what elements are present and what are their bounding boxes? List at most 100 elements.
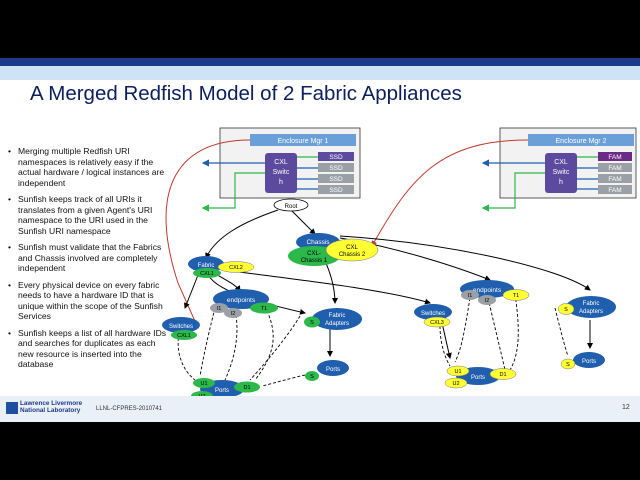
slide: A Merged Redfish Model of 2 Fabric Appli…: [0, 58, 640, 422]
i2-node: I2: [224, 308, 242, 318]
cxl3-node: CXL3: [423, 316, 451, 328]
u1-node-left: U1: [193, 378, 215, 388]
page-number: 12: [622, 404, 630, 411]
switch-label-line: h: [279, 179, 283, 186]
u2-node-right: U2: [444, 377, 468, 389]
u1-node-right: U1: [446, 365, 470, 377]
s-node-center: S: [305, 371, 319, 381]
u1-label: U1: [200, 381, 207, 387]
redfish-model-diagram: Enclosure Mgr 1 CXL Switc h SSD SSD SSD …: [162, 127, 637, 401]
cxl2-label: CXL2: [229, 265, 243, 271]
mapping-curve-1: [165, 139, 251, 329]
s-label: S: [564, 307, 568, 313]
root-label: Root: [285, 204, 298, 210]
cxl1-label: CXL1: [177, 333, 191, 339]
ssd-label: SSD: [329, 187, 343, 194]
s-label: S: [310, 320, 314, 326]
bullet-item: Sunfish keeps a list of all hardware IDs…: [8, 328, 168, 370]
llnl-logo-icon: [6, 402, 18, 414]
cxl1-node: CXL1: [193, 268, 221, 278]
switches-label: Switches: [169, 324, 193, 330]
i2-label: I2: [231, 311, 236, 317]
slide-title: A Merged Redfish Model of 2 Fabric Appli…: [30, 82, 462, 105]
switch-label-line: CXL: [274, 159, 288, 166]
bullet-item: Every physical device on every fabric ne…: [8, 280, 168, 322]
ssd-label: SSD: [329, 154, 343, 161]
ports-label: Ports: [215, 388, 229, 394]
i1-node-right: I1: [461, 290, 479, 300]
title-stripe: [0, 66, 640, 80]
s-node-right: S: [557, 303, 575, 315]
t1-node-right: T1: [502, 289, 530, 301]
ports-label: Ports: [326, 367, 340, 373]
cxl1-switch-node: CXL1: [171, 330, 197, 340]
s-label: S: [566, 362, 570, 368]
appliance-2: Enclosure Mgr 2 CXL Switc h FAM FAM FAM …: [481, 127, 637, 212]
ssd-label: SSD: [329, 165, 343, 172]
endpoints-label: endpoints: [473, 287, 502, 294]
i2-node-right: I2: [478, 295, 496, 305]
switch-label-line: Switc: [273, 169, 290, 176]
switch-label-line: CXL: [554, 159, 568, 166]
cxl-chassis-2-line: Chassis 2: [339, 252, 366, 258]
document-id: LLNL-CFPRES-2010741: [96, 406, 163, 412]
fabric-label: Fabric: [198, 263, 215, 269]
switches-label: Switches: [421, 311, 445, 317]
bullet-item: Sunfish keeps track of all URIs it trans…: [8, 194, 168, 236]
cxl-chassis-1-line: Chassis 1: [301, 258, 328, 264]
fabric-adapters-node-right: Fabric Adapters: [566, 296, 616, 318]
fabric-node: Fabric: [188, 256, 224, 272]
cxl2-node: CXL2: [217, 261, 255, 273]
d1-label: D1: [243, 385, 250, 391]
fam-label: FAM: [608, 165, 621, 172]
cxl-chassis-1-line: CXL-: [307, 251, 321, 257]
ports-node-center: Ports: [317, 360, 349, 376]
fam-label: FAM: [608, 154, 621, 161]
enclosure-mgr-2-label: Enclosure Mgr 2: [556, 138, 607, 145]
bullet-item: Sunfish must validate that the Fabrics a…: [8, 242, 168, 274]
fam-label: FAM: [608, 176, 621, 183]
d1-node-left: D1: [234, 381, 260, 393]
chassis-label: Chassis: [306, 239, 330, 246]
cxl3-label: CXL3: [430, 320, 444, 326]
t1-label: T1: [261, 306, 267, 312]
fabric-adapters-line: Fabric: [583, 301, 600, 307]
switch-label-line: Switc: [553, 169, 570, 176]
root-node: Root: [273, 198, 309, 212]
s-node-left: S: [304, 316, 320, 328]
t1-node-left: T1: [250, 302, 278, 314]
ports-node-far-right: Ports: [573, 352, 605, 368]
i1-label: I1: [468, 293, 473, 299]
s-label: S: [310, 374, 314, 380]
appliance-1: Enclosure Mgr 1 CXL Switc h SSD SSD SSD …: [201, 127, 361, 212]
switches-node-right: Switches: [414, 304, 452, 320]
ssd-label: SSD: [329, 176, 343, 183]
title-bar: [0, 58, 640, 66]
bullet-item: Merging multiple Redfish URI namespaces …: [8, 146, 168, 188]
t1-label: T1: [513, 293, 519, 299]
d1-label: D1: [499, 372, 506, 378]
fam-label: FAM: [608, 187, 621, 194]
fabric-adapters-node-left: Fabric Adapters: [312, 308, 362, 330]
s-node-far-right: S: [560, 358, 576, 370]
ports-label: Ports: [582, 359, 596, 365]
cxl1-label: CXL1: [200, 271, 214, 277]
footer: Lawrence Livermore National Laboratory L…: [0, 396, 640, 422]
fabric-adapters-line: Fabric: [329, 313, 346, 319]
i2-label: I2: [485, 298, 490, 304]
mapping-curve-2: [371, 139, 529, 247]
cxl-chassis-2-node: CXL Chassis 2: [325, 238, 379, 262]
bullet-list: Merging multiple Redfish URI namespaces …: [8, 146, 168, 376]
endpoints-label: endpoints: [227, 297, 256, 304]
d1-node-right: D1: [489, 368, 517, 380]
cxl-chassis-2-line: CXL: [346, 245, 358, 251]
ports-label: Ports: [471, 375, 485, 381]
switch-label-line: h: [559, 179, 563, 186]
fabric-adapters-line: Adapters: [579, 309, 603, 315]
i1-node: I1: [210, 303, 228, 313]
u1-label: U1: [454, 369, 461, 375]
switches-node-left: Switches: [162, 317, 200, 333]
llnl-logo-text: Lawrence Livermore National Laboratory: [20, 400, 83, 415]
fabric-adapters-line: Adapters: [325, 321, 349, 327]
enclosure-mgr-1-label: Enclosure Mgr 1: [278, 138, 329, 145]
